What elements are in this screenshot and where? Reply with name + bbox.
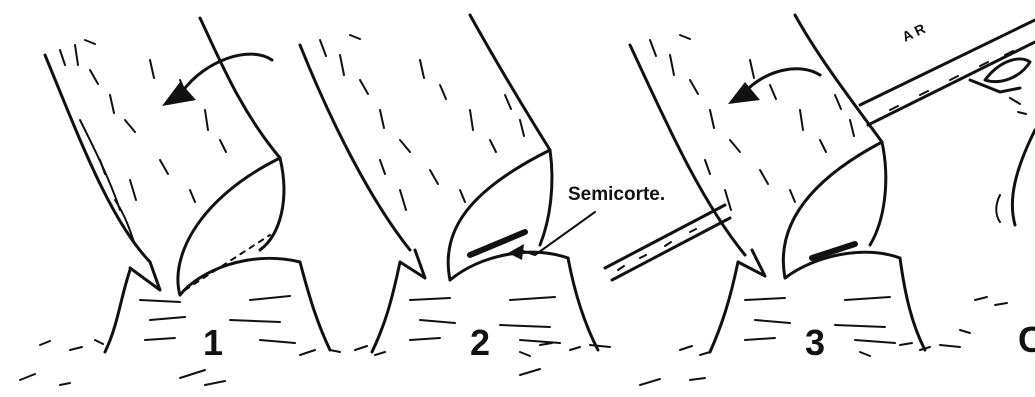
edge-glyph: C [1018, 319, 1035, 360]
step-number-3: 3 [805, 322, 825, 363]
trunk-2 [300, 15, 550, 250]
notch-face-1 [178, 158, 280, 295]
tool-bar-icon [605, 205, 730, 280]
rotation-arrow-icon [162, 54, 272, 106]
lever-letters: A R [900, 20, 928, 44]
rotation-arrow-icon [728, 69, 820, 104]
trunk-3 [630, 15, 882, 255]
step-2-panel: Semicorte. 2 [300, 15, 665, 375]
step-number-2: 2 [470, 322, 490, 363]
lever-bar [860, 20, 1035, 125]
step-1-panel: 1 [20, 18, 340, 385]
step-number-1: 1 [203, 322, 223, 363]
notch-face-2 [448, 150, 550, 280]
semicut-callout-label: Semicorte. [568, 184, 665, 205]
